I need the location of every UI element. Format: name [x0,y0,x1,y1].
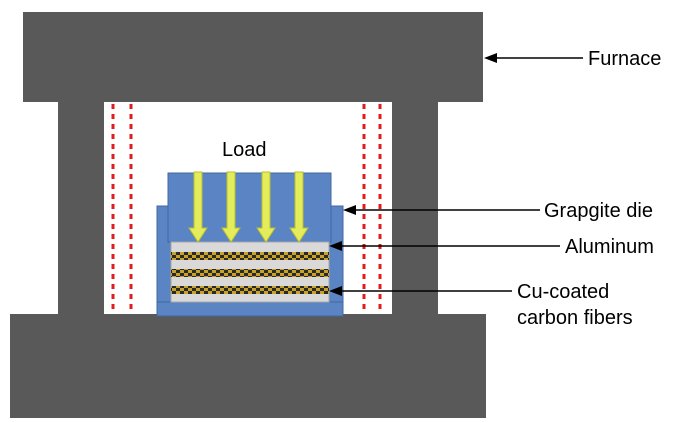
callout-leaders [329,53,583,296]
die-bottom-plate [156,301,344,317]
furnace-label: Furnace [588,48,661,70]
heater-elements [111,104,382,312]
leader-aluminum-arrowhead [329,241,342,251]
load-label: Load [222,139,267,161]
load-arrow-4 [289,171,309,243]
fiber-layer-2 [171,269,329,277]
leader-furnace-arrowhead [484,53,497,63]
furnace-bottom-base [10,314,486,418]
sample-stack [170,241,330,303]
fiber-layer-1 [171,252,329,260]
load-arrow-3 [256,171,276,243]
furnace-right-pillar [392,100,438,316]
furnace-top-beam [23,12,483,102]
leader-graphite-die-arrowhead [343,205,356,215]
graphite-die-label: Grapgite die [544,200,653,222]
furnace-left-pillar [58,100,104,316]
aluminum-label: Aluminum [565,236,654,258]
fibers-label-line2: carbon fibers [517,307,633,329]
leader-fibers-arrowhead [329,286,342,296]
load-arrow-1 [188,171,208,243]
fibers-label-line1: Cu-coated [517,281,609,303]
load-arrow-2 [221,171,241,243]
load-arrows [188,171,309,243]
fiber-layer-3 [171,286,329,294]
